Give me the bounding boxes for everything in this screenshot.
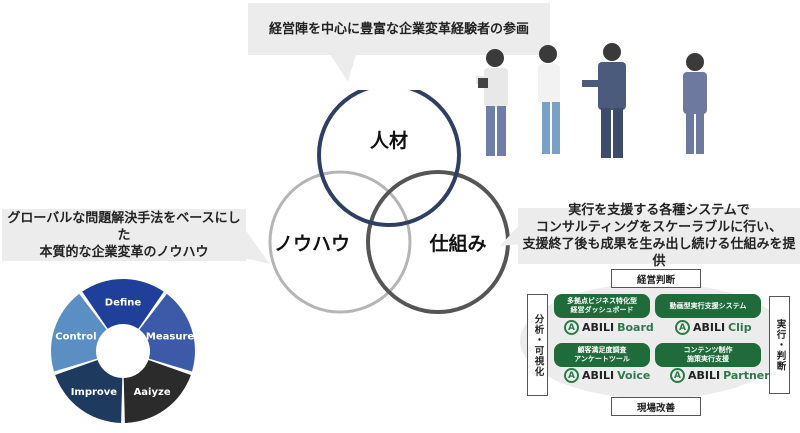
person-figure xyxy=(683,53,707,154)
system-tag-partner: コンテンツ制作 施策実行支援 xyxy=(655,343,761,367)
person-figure xyxy=(538,45,560,154)
cycle-segment-aaiyze xyxy=(123,360,191,423)
right-bubble-line3: 支援終了後も成果を生み出し続ける仕組みを提供 xyxy=(522,237,796,269)
cycle-segment-control xyxy=(51,293,107,372)
system-tag-board: 多拠点ビジネス特化型 経営ダッシュボード xyxy=(554,294,650,318)
label-analysis-visualization: 分析・可視化 xyxy=(527,294,548,396)
label-management-decision: 経営判断 xyxy=(611,269,701,288)
system-tag-voice: 顧客満足度調査 アンケートツール xyxy=(554,343,650,367)
cycle-label-define: Define xyxy=(105,298,142,309)
person-figure xyxy=(476,49,508,156)
cycle-label-improve: Improve xyxy=(71,387,118,398)
cycle-segment-improve xyxy=(55,360,123,423)
label-field-improvement: 現場改善 xyxy=(611,397,701,416)
cycle-label-measure: Measure xyxy=(146,332,194,343)
left-bubble-line1: グローバルな問題解決手法をベースにした xyxy=(7,210,241,243)
system-panel: 多拠点ビジネス特化型 経営ダッシュボード 動画型実行支援システム 顧客満足度調査… xyxy=(520,282,791,400)
person-figure xyxy=(582,43,626,158)
abili-logo-icon: A xyxy=(564,320,579,335)
top-bubble-text: 経営陣を中心に豊富な企業変革経験者の参画 xyxy=(268,21,529,37)
label-execution-judgment: 実行・判断 xyxy=(769,296,790,394)
venn-label-top: 人材 xyxy=(370,129,408,152)
venn-diagram: 人材 ノウハウ 仕組み xyxy=(268,90,510,314)
top-speech-bubble: 経営陣を中心に豊富な企業変革経験者の参画 xyxy=(248,3,550,55)
cycle-label-aaiyze: Aaiyze xyxy=(134,387,171,398)
right-bubble-tail xyxy=(500,222,522,246)
abili-logo-icon: A xyxy=(675,320,690,335)
abili-logo-icon: A xyxy=(564,368,579,383)
venn-circle-left xyxy=(268,170,412,314)
venn-circle-top xyxy=(317,90,461,227)
venn-label-right: 仕組み xyxy=(428,232,486,255)
business-people-illustration xyxy=(476,43,707,158)
right-bubble-line2: コンサルティングをスケーラブルに行い、 xyxy=(535,220,783,235)
venn-label-left: ノウハウ xyxy=(274,233,350,255)
left-speech-bubble: グローバルな問題解決手法をベースにした 本質的な企業変革のノウハウ xyxy=(2,209,246,261)
cycle-segment-define xyxy=(82,279,164,329)
system-tag-clip: 動画型実行支援システム xyxy=(655,294,761,318)
left-bubble-line2: 本質的な企業変革のノウハウ xyxy=(39,244,209,260)
right-speech-bubble: 実行を支援する各種システムで コンサルティングをスケーラブルに行い、 支援終了後… xyxy=(518,203,800,269)
right-bubble-line1: 実行を支援する各種システムで xyxy=(568,203,750,218)
abili-logo-icon: A xyxy=(670,368,685,383)
cycle-segment-measure xyxy=(139,293,195,372)
top-bubble-tail xyxy=(330,54,356,82)
cycle-label-control: Control xyxy=(55,332,96,343)
left-bubble-tail xyxy=(244,228,270,264)
